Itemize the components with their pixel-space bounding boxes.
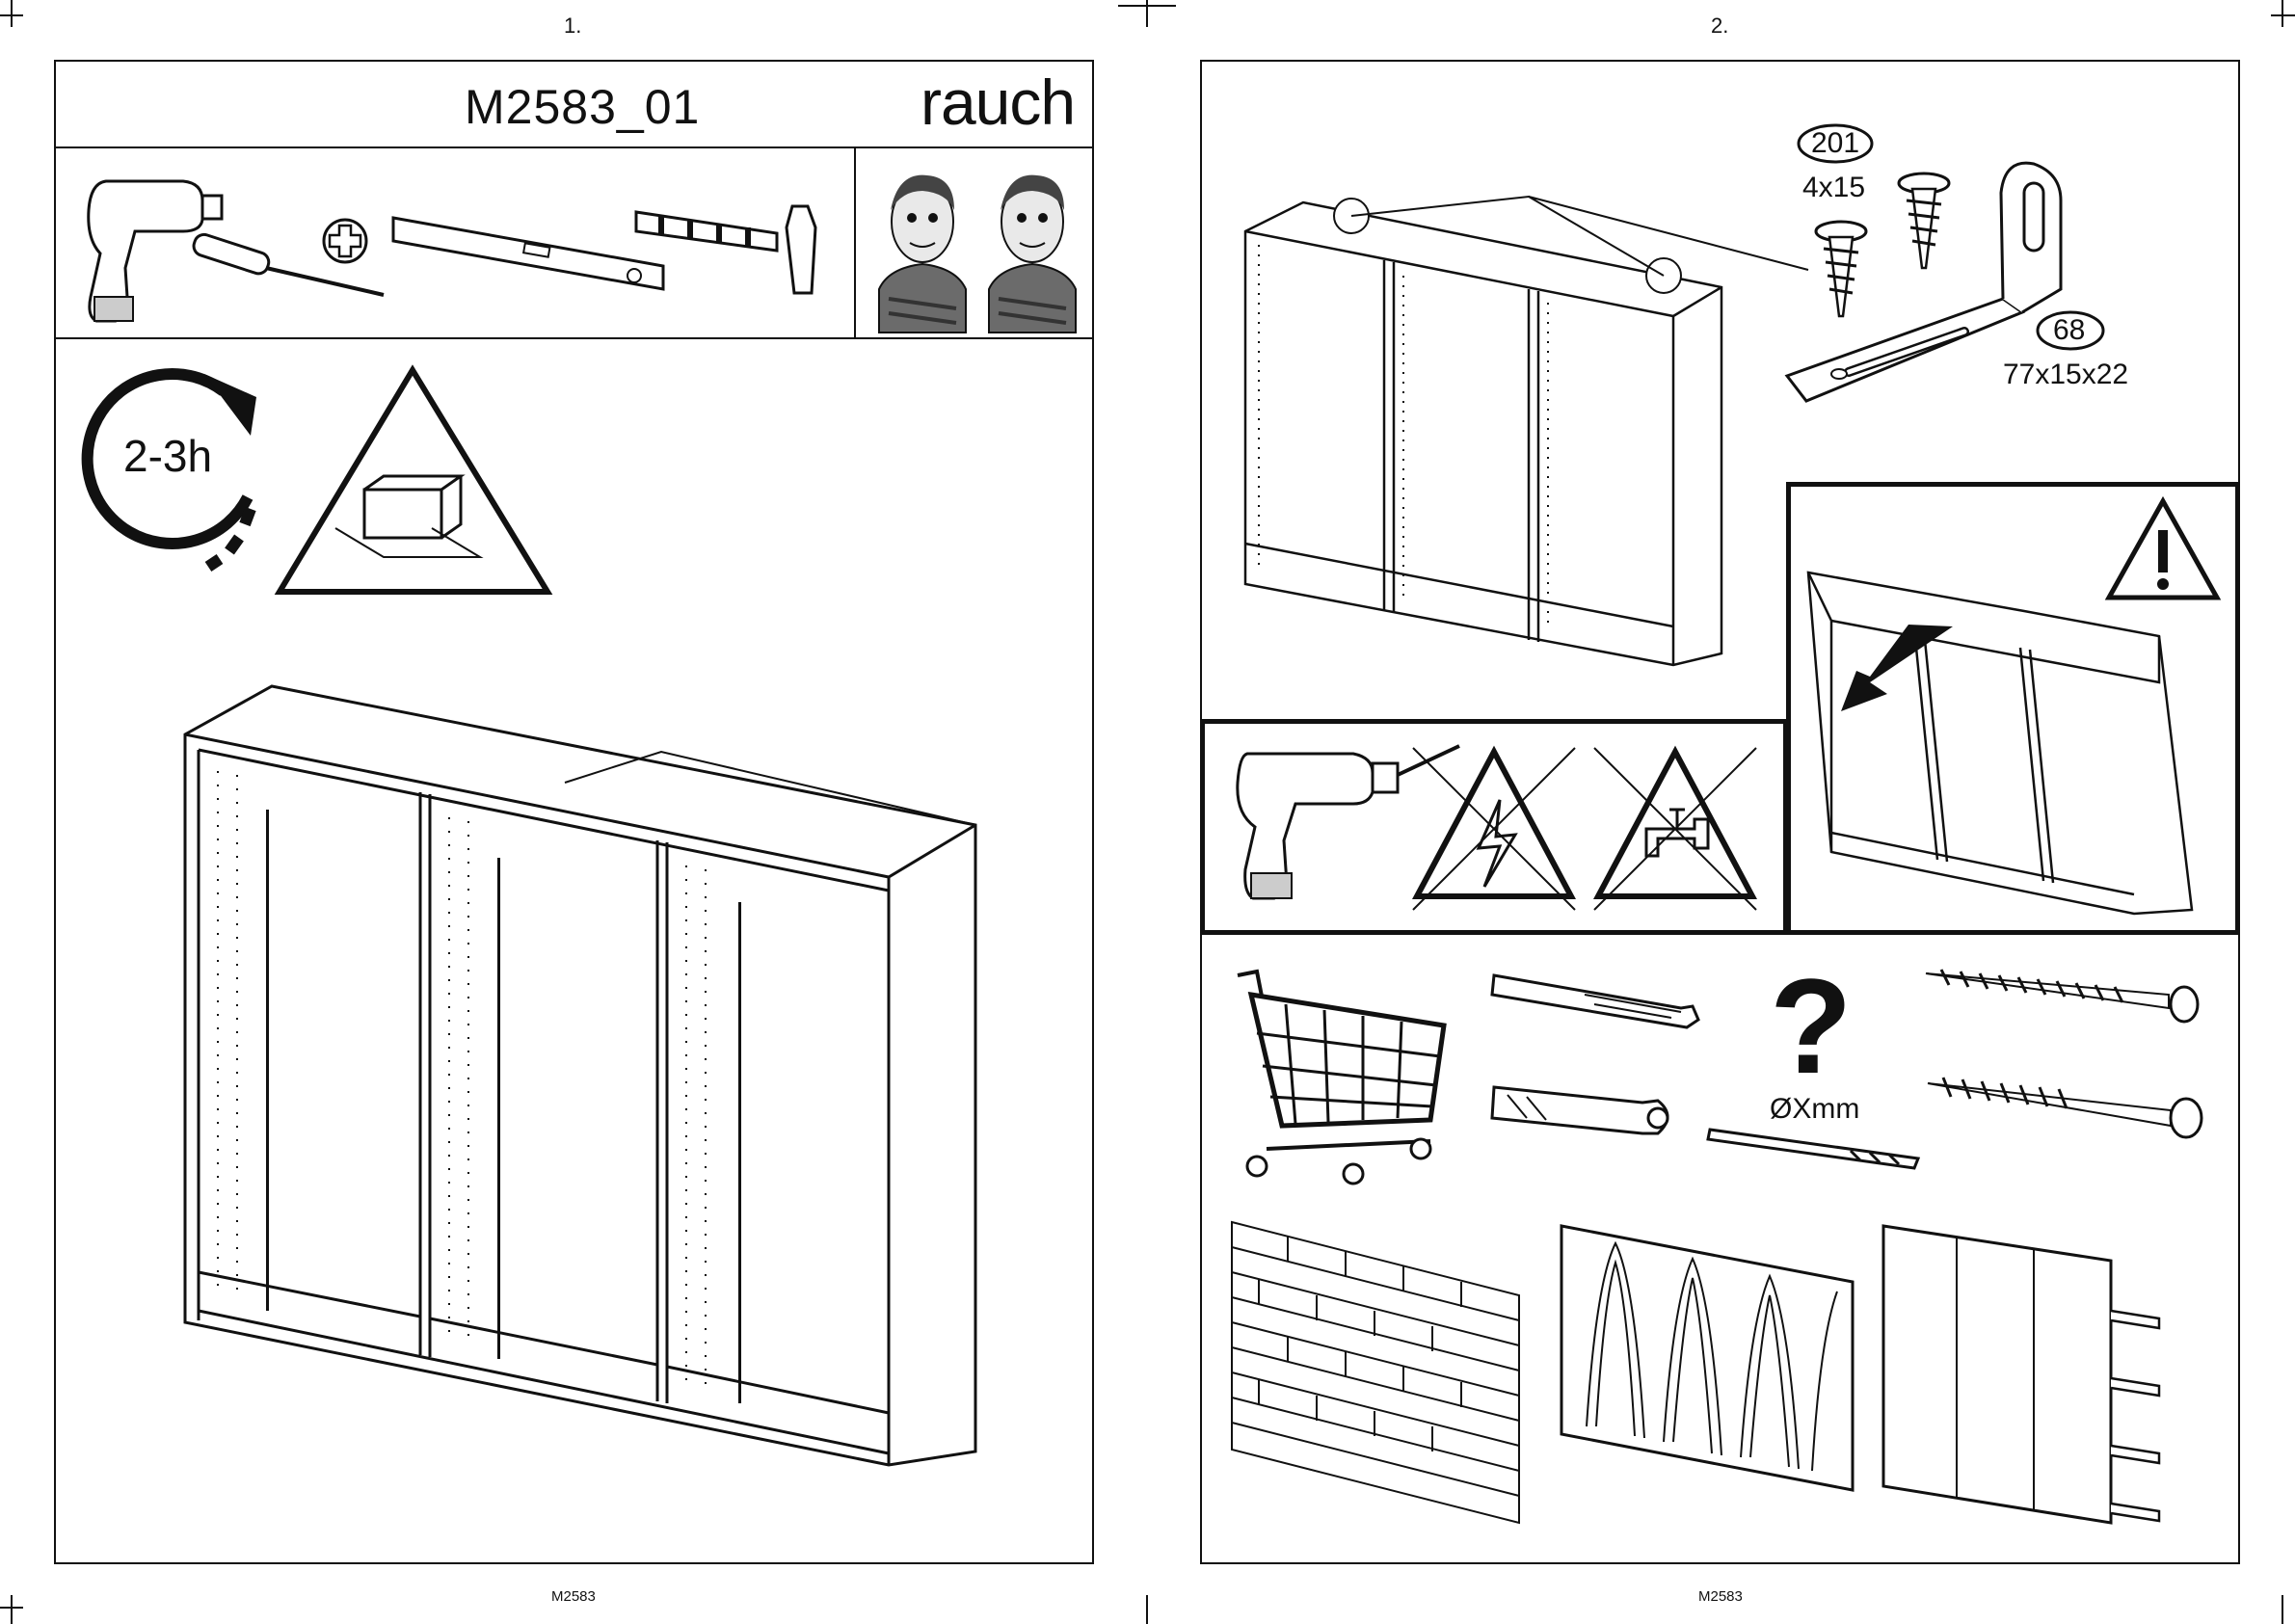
wood-wall-icon: [1558, 1224, 1866, 1494]
no-water-pipe-icon: [1588, 742, 1762, 916]
part-id-label: 68: [2053, 314, 2085, 347]
shopping-cart-icon: [1228, 966, 1450, 1187]
wall-plug-icon: [1488, 966, 1710, 1033]
no-electric-icon: [1407, 742, 1581, 916]
page-number: 2.: [1711, 13, 1728, 39]
spirit-level-icon: [389, 210, 669, 297]
duration-label: 2-3h: [123, 430, 212, 482]
part-size-label: 77x15x22: [2003, 359, 2128, 391]
hammer-icon: [632, 199, 825, 305]
long-screw-icon: [1922, 964, 2211, 1022]
header-divider: [54, 146, 1094, 148]
phillips-plus-icon: [322, 218, 370, 266]
person-icon: [979, 154, 1085, 333]
wardrobe-detail-illustration: [1240, 187, 1741, 669]
packaging-warning-icon: [278, 364, 557, 605]
page-footer: M2583: [1698, 1588, 1743, 1605]
wall-plug-icon: [1488, 1078, 1681, 1151]
drill-diameter-label: ØXmm: [1770, 1093, 1859, 1126]
wardrobe-body-illustration: [179, 675, 999, 1475]
brick-wall-icon: [1230, 1218, 1538, 1527]
person-icon: [869, 154, 975, 333]
page-title: M2583_01: [465, 79, 700, 135]
tools-divider: [54, 337, 1094, 339]
panel-wall-icon: [1880, 1224, 2207, 1532]
people-divider: [854, 146, 856, 339]
tilt-warning-illustration: [1802, 567, 2207, 923]
long-screw-icon: [1924, 1074, 2213, 1141]
drill-bit-icon: [1706, 1124, 1928, 1172]
page-number: 1.: [564, 13, 581, 39]
question-icon: ?: [1770, 948, 1853, 1105]
page-footer: M2583: [551, 1588, 596, 1605]
brand-logo: rauch: [921, 66, 1075, 139]
